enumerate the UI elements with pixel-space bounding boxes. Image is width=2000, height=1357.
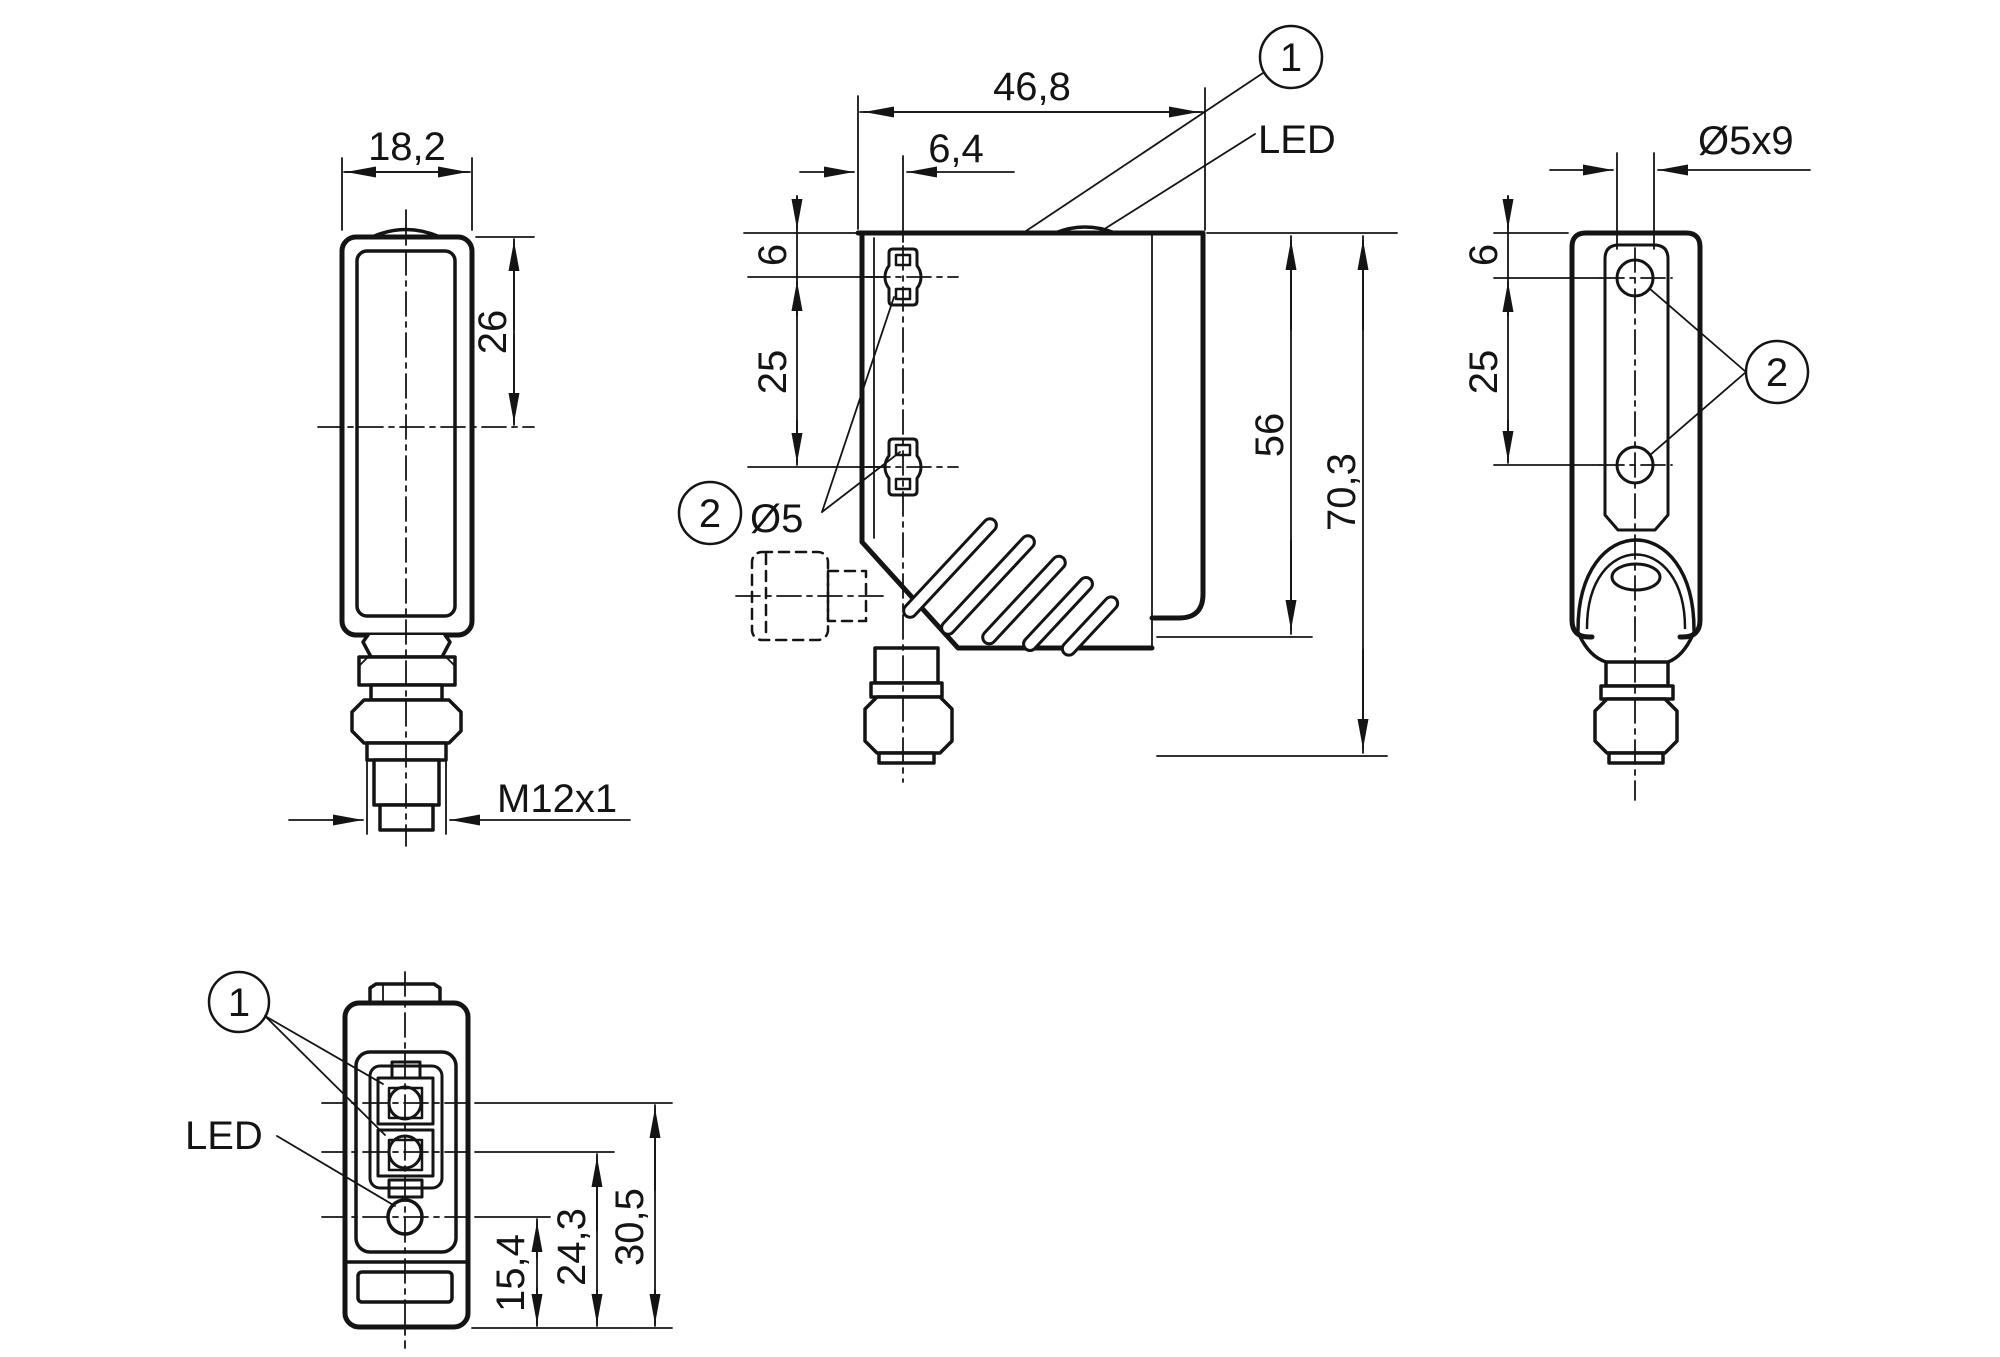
dim-side-lens-offset: 6,4 [928,127,984,171]
side-connector-neck [873,646,940,685]
callout-1-number-top: 1 [228,981,250,1025]
side-grip-serrations [902,517,1120,657]
leader-hole-top [821,296,895,513]
top-view: 15,4 24,3 30,5 1 LED [185,970,673,1349]
dim-top-receiver-offset: 24,3 [550,1208,594,1286]
dim-rear-hole: Ø5x9 [1698,119,1794,163]
rear-housing-outline [1569,230,1703,640]
dim-front-thread: M12x1 [497,777,617,821]
dim-front-window-height: 26 [471,310,515,355]
callout-1-circle-top [207,970,271,1034]
dim-rear-hole-edge: 6 [1462,244,1506,266]
front-connector-cylinder [357,655,457,687]
top-optics-bezel [368,1064,444,1190]
leader-top-led [276,1135,396,1207]
top-emitter-tab [390,1060,422,1080]
dim-side-total-height: 70,3 [1320,453,1364,531]
label-led-top: LED [185,1114,263,1158]
dim-rear-hole-spacing: 25 [1462,350,1506,395]
leader-top-receiver [264,1015,386,1136]
side-view: 46,8 6,4 6 25 56 70,3 1 LED [677,24,1398,783]
dim-side-hole-edge: 6 [751,244,795,266]
rear-screw-ellipse [1610,562,1662,592]
side-housing-outline [855,230,1206,621]
side-alt-connector-dashed [735,550,887,642]
leader-rear-hole-bottom [1649,371,1747,456]
rear-connector-cap [1607,751,1665,765]
dim-side-housing-height: 56 [1248,413,1292,458]
rear-connector-neck [1604,660,1670,688]
rear-connector-step [1599,684,1675,701]
leader-hole-bottom [821,451,901,513]
callout-2-number-side: 2 [699,492,721,536]
callout-2-circle-rear [1744,339,1810,405]
leader-rear-hole-top [1649,288,1747,373]
top-housing-outline [342,1000,471,1330]
side-connector-nut [863,695,954,755]
callout-1-number: 1 [1280,36,1302,80]
dim-front-width: 18,2 [368,125,446,169]
leader-callout-1 [1025,72,1264,232]
label-hole-dia: Ø5 [750,497,803,541]
leader-top-emitter [264,1015,384,1085]
rear-view: Ø5x9 6 25 2 [1462,119,1811,801]
side-connector-step [869,681,944,699]
label-led-side: LED [1258,118,1336,162]
side-connector-cap [877,751,936,765]
side-housing-bottom [859,230,1155,651]
callout-2-circle-side [677,480,743,546]
dim-side-hole-spacing: 25 [751,350,795,395]
callout-1-circle [1258,24,1324,90]
rear-connector-nut [1593,697,1679,755]
dim-top-emitter-offset: 30,5 [608,1188,652,1266]
leader-led [1105,133,1256,229]
rear-ball-outline [1576,538,1696,632]
callout-2-number-rear: 2 [1766,351,1788,395]
dim-side-depth: 46,8 [993,65,1071,109]
dim-top-led-offset: 15,4 [489,1234,533,1312]
front-housing-outline [339,234,475,638]
front-view: 18,2 26 M12x1 [288,125,631,847]
